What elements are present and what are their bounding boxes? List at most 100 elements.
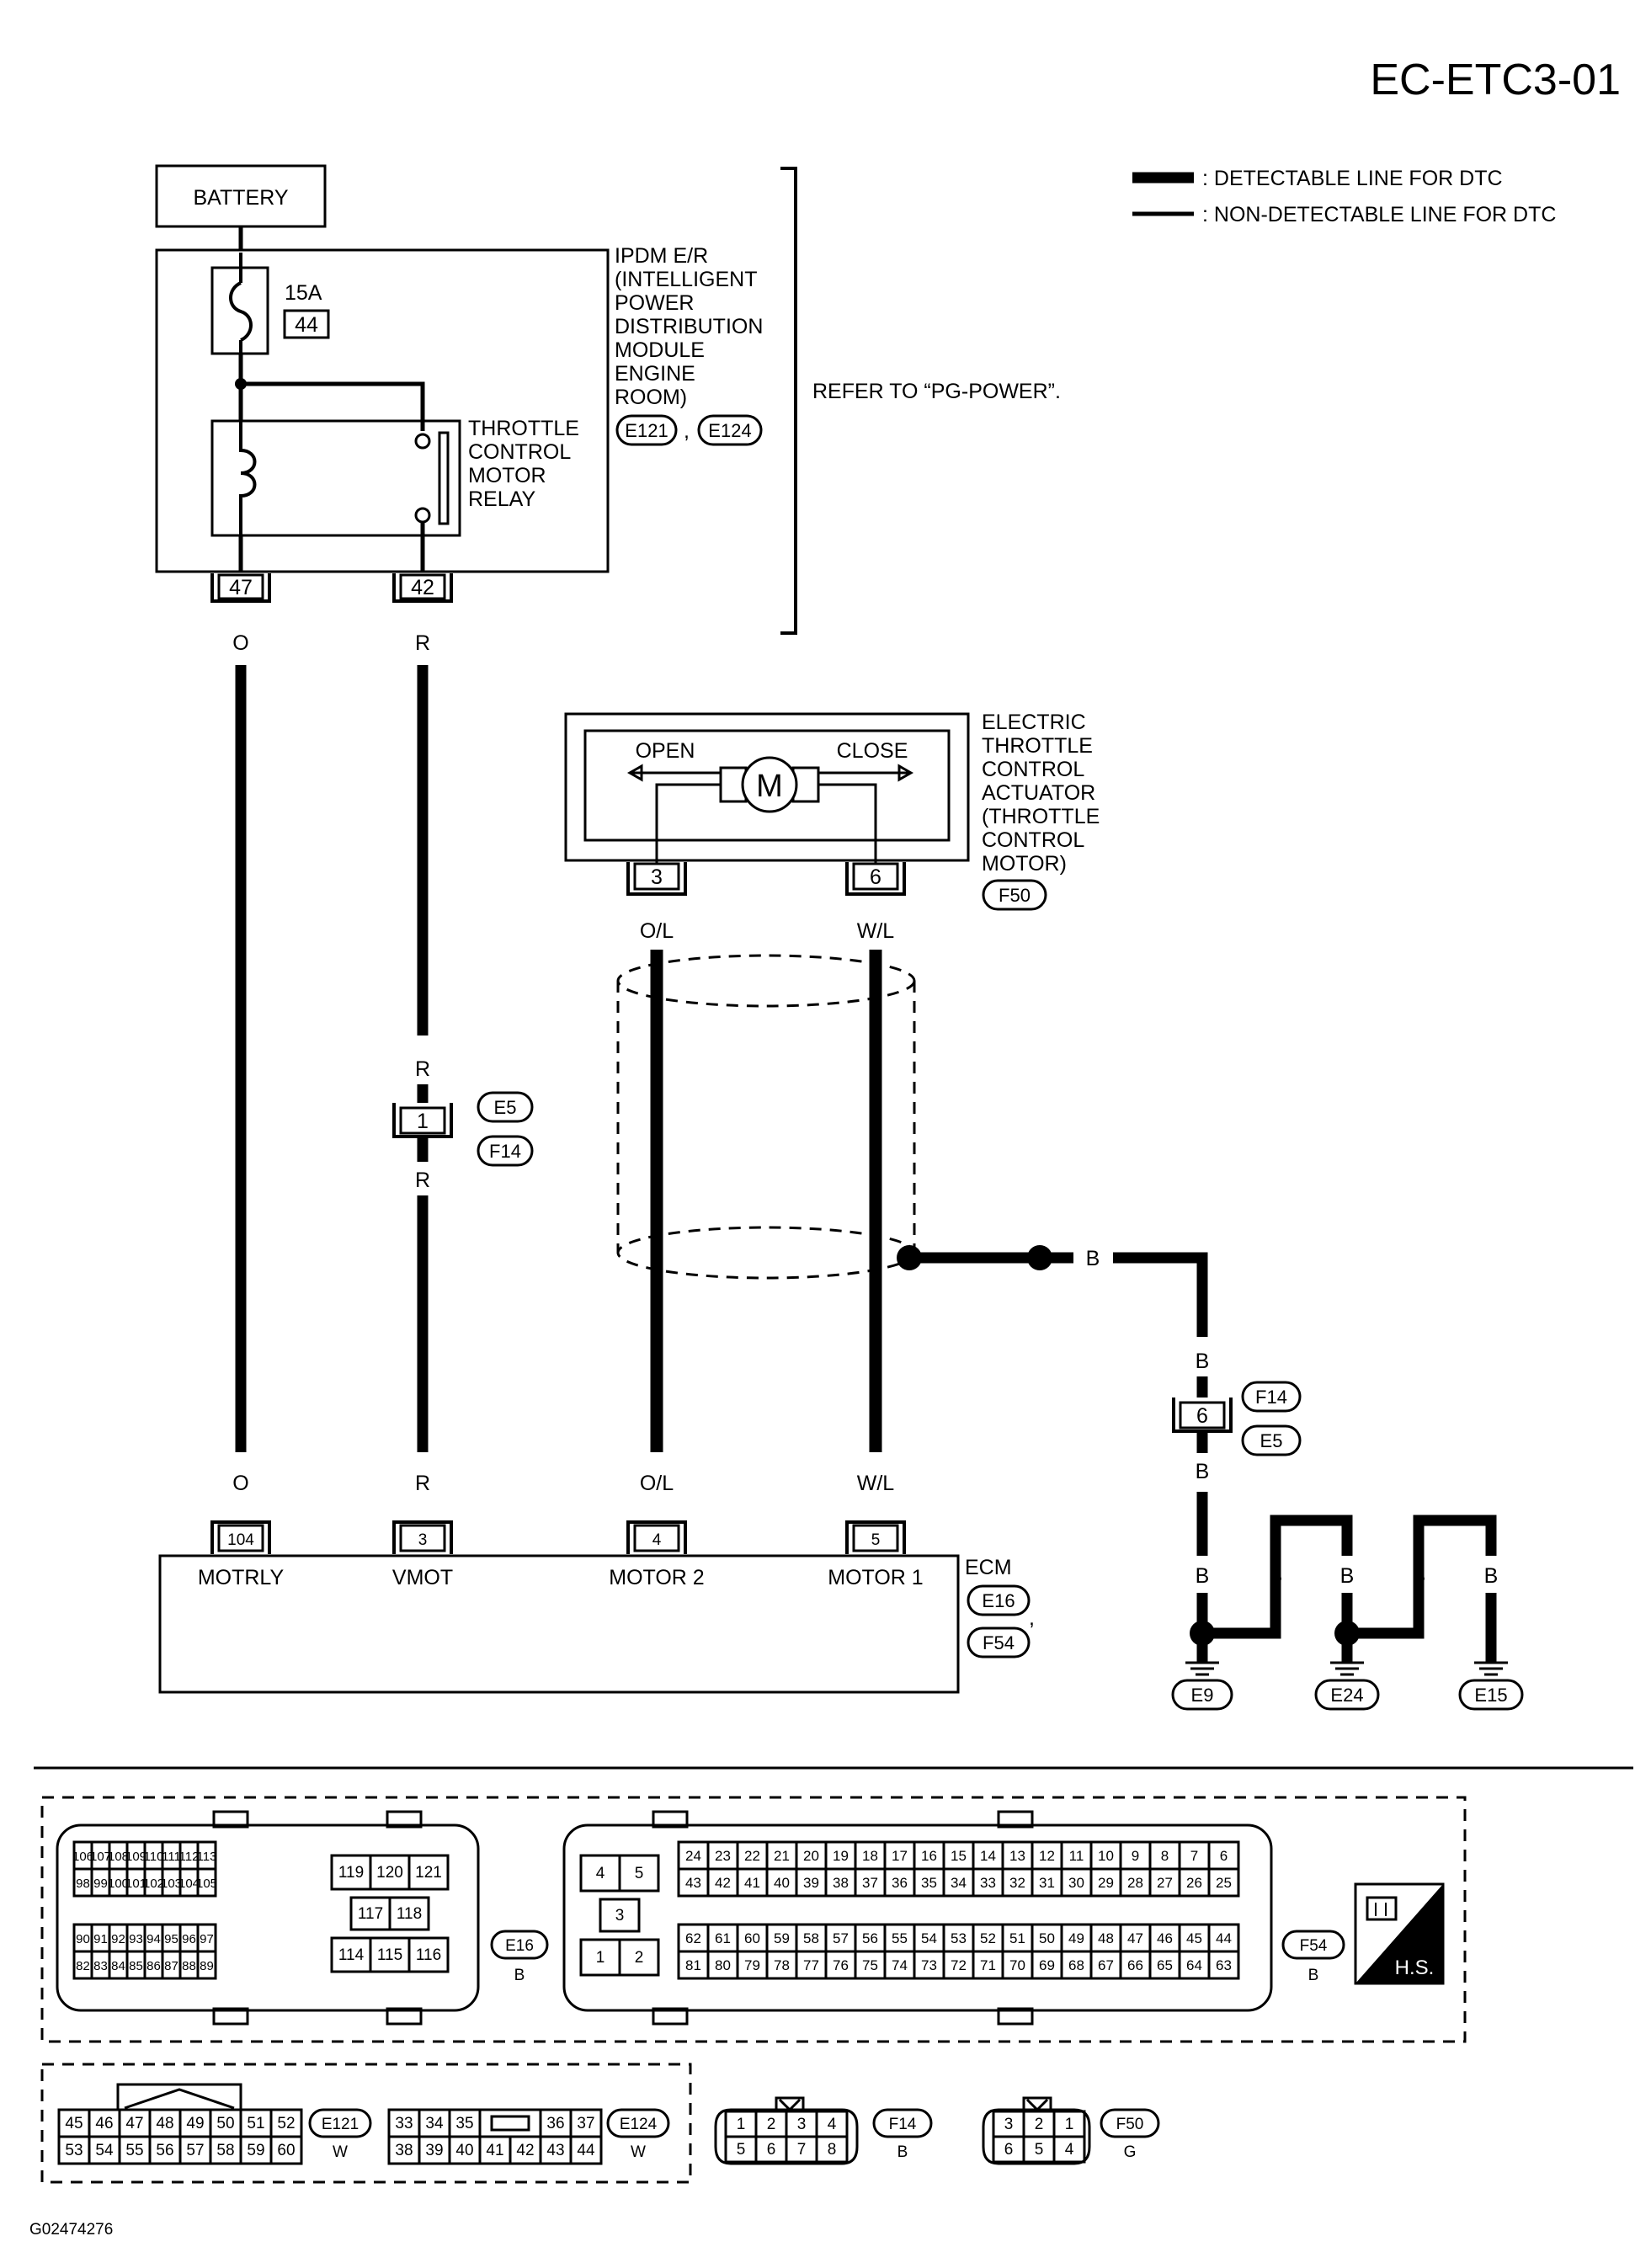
svg-text:,: ,	[1029, 1606, 1035, 1630]
pin-number: 82	[76, 1959, 90, 1973]
svg-text:W/L: W/L	[857, 919, 895, 943]
legend-non-detectable: : NON-DETECTABLE LINE FOR DTC	[1202, 203, 1556, 226]
svg-text:OPEN: OPEN	[636, 739, 695, 763]
pin-number: 19	[833, 1848, 849, 1864]
pin-number: 6	[1004, 2141, 1014, 2159]
pin-number: 4	[1065, 2141, 1074, 2159]
figure-id: G02474276	[29, 2221, 113, 2239]
pin-number: 34	[425, 2115, 444, 2132]
pin-number: 46	[95, 2115, 113, 2132]
pin-number: 45	[1186, 1930, 1202, 1946]
svg-text:MOTOR 1: MOTOR 1	[828, 1566, 923, 1589]
pin-number: 11	[1069, 1848, 1084, 1864]
svg-text:MOTOR 2: MOTOR 2	[609, 1566, 704, 1589]
svg-text:CLOSE: CLOSE	[837, 739, 908, 763]
battery-label: BATTERY	[194, 186, 289, 210]
pin-number: 88	[182, 1959, 196, 1973]
svg-text:(THROTTLE: (THROTTLE	[982, 805, 1100, 828]
pin-number: 6	[767, 2141, 776, 2159]
svg-text:F14: F14	[1255, 1387, 1287, 1408]
ipdm-box	[155, 248, 610, 573]
svg-text:E24: E24	[1330, 1685, 1363, 1706]
pin-number: 2	[1035, 2116, 1044, 2133]
svg-text:B: B	[1484, 1564, 1499, 1588]
pin-number: 77	[803, 1957, 819, 1973]
pin-number: 61	[715, 1930, 731, 1946]
svg-text:CONTROL: CONTROL	[982, 828, 1084, 852]
pin-number: 18	[862, 1848, 878, 1864]
pin-number: 75	[862, 1957, 878, 1973]
svg-text:F50: F50	[1116, 2116, 1144, 2133]
ipdm-label: IPDM E/R (INTELLIGENT POWER DISTRIBUTION…	[615, 244, 763, 409]
pin-number: 119	[338, 1864, 364, 1882]
pin-number: 30	[1068, 1875, 1084, 1891]
pin-number: 4	[596, 1865, 605, 1882]
pin-number: 64	[1186, 1957, 1202, 1973]
pin-number: 87	[164, 1959, 178, 1973]
ground-symbol-e24: E24	[1314, 1661, 1380, 1711]
svg-text:W: W	[333, 2143, 348, 2161]
pin-cell	[815, 2135, 849, 2164]
svg-text:ACTUATOR: ACTUATOR	[982, 781, 1095, 805]
svg-text:POWER: POWER	[615, 291, 694, 315]
svg-text:THROTTLE: THROTTLE	[982, 734, 1093, 758]
svg-text:3: 3	[651, 865, 663, 889]
svg-text:E124: E124	[708, 420, 751, 441]
refer-bracket	[780, 167, 797, 635]
pin-number: 86	[146, 1959, 161, 1973]
conn-tag-e16	[967, 1584, 1031, 1616]
pin-number: 74	[892, 1957, 908, 1973]
pin-number: 20	[803, 1848, 819, 1864]
svg-text:(INTELLIGENT: (INTELLIGENT	[615, 268, 757, 291]
page-code: EC-ETC3-01	[1370, 56, 1621, 104]
pin-number: 76	[833, 1957, 849, 1973]
svg-text:42: 42	[411, 576, 434, 599]
pin-number: 69	[1039, 1957, 1055, 1973]
svg-text:B: B	[514, 1967, 525, 1984]
pin-number: 51	[247, 2115, 264, 2132]
ecm-pin-104: 104	[210, 1520, 271, 1554]
pin-number: 60	[277, 2142, 295, 2159]
pin-number: 1	[596, 1949, 605, 1967]
fuse-number: 44	[295, 313, 318, 337]
fuse-number-box	[283, 309, 330, 339]
relay-line-4: RELAY	[468, 487, 535, 511]
pin-number: 90	[76, 1932, 90, 1946]
relay-switch-blade	[438, 431, 450, 525]
pin-number: 66	[1127, 1957, 1143, 1973]
pin-cell	[407, 1854, 450, 1891]
pin-number: 115	[377, 1946, 402, 1964]
svg-text:MOTRLY: MOTRLY	[198, 1566, 285, 1589]
svg-text:F54: F54	[1300, 1937, 1328, 1955]
pin-cell	[478, 2108, 542, 2138]
pin-number: 37	[862, 1875, 878, 1891]
actuator-label: ELECTRIC THROTTLE CONTROL ACTUATOR (THRO…	[982, 711, 1100, 876]
svg-text:M: M	[756, 769, 783, 804]
svg-text:5: 5	[871, 1531, 881, 1549]
pin-number: 65	[1157, 1957, 1173, 1973]
pin-number: 33	[395, 2115, 413, 2132]
pin-number: 47	[125, 2115, 143, 2132]
svg-text:ROOM): ROOM)	[615, 386, 687, 409]
pin-number: 25	[1216, 1875, 1232, 1891]
svg-text:ELECTRIC: ELECTRIC	[982, 711, 1086, 734]
pin-number: 21	[774, 1848, 790, 1864]
ecm-label: ECM	[965, 1556, 1012, 1579]
pin-number: 34	[951, 1875, 967, 1891]
joint-connector-f14-e5: 6	[1172, 1398, 1233, 1433]
pin-number: 49	[186, 2115, 204, 2132]
svg-text:,: ,	[684, 419, 690, 443]
pin-number: 98	[76, 1877, 90, 1891]
pin-number: 32	[1009, 1875, 1025, 1891]
joint-connector-e5-f14: 1	[392, 1103, 453, 1138]
wire-drain	[1113, 1252, 1208, 1337]
pin-number: 38	[395, 2142, 413, 2159]
pin-number: 35	[921, 1875, 937, 1891]
pin-number: 16	[921, 1848, 937, 1864]
svg-text:104: 104	[227, 1531, 254, 1549]
svg-text:B: B	[897, 2143, 908, 2161]
svg-text:E9: E9	[1191, 1685, 1214, 1706]
